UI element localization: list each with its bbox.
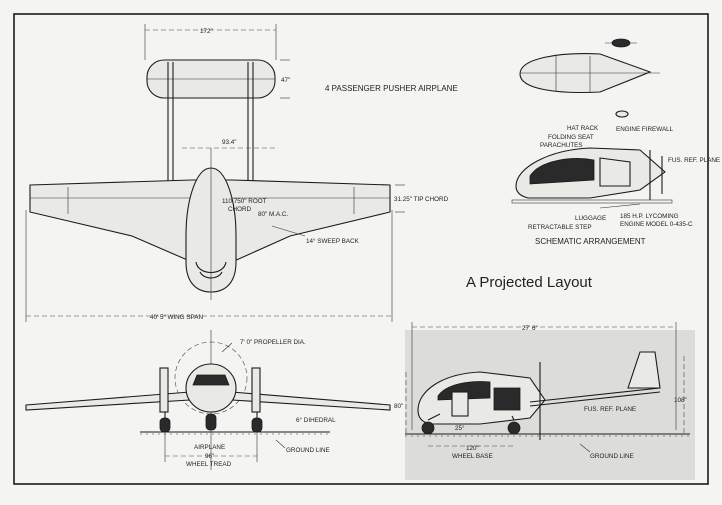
nose-wheel [205, 413, 217, 431]
root-chord-dim: 110.750" ROOT [222, 198, 267, 205]
front-view: 7' 0" PROPELLER DIA. 6° DIHEDRAL AIRPLAN… [25, 330, 391, 470]
tail-chord-dim: 47" [281, 77, 290, 84]
svg-text:RETRACTABLE STEP: RETRACTABLE STEP [528, 224, 592, 231]
svg-text:LUGGAGE: LUGGAGE [575, 215, 606, 222]
svg-text:ENGINE MODEL 0-435-C: ENGINE MODEL 0-435-C [620, 221, 693, 228]
wheel-base-dim: 120" [466, 445, 479, 452]
svg-text:FUS. REF. PLANE: FUS. REF. PLANE [668, 157, 720, 164]
vertical-fin [627, 351, 661, 389]
left-wheel [159, 417, 171, 433]
right-wheel [251, 417, 263, 433]
dihedral-dim: 6° DIHEDRAL [296, 416, 336, 424]
side-view: 27' 6" 80" 108" 25° 120" WHEEL BASE FUS.… [394, 322, 695, 480]
height-right-dim: 108" [674, 397, 687, 404]
headline: A Projected Layout [466, 274, 593, 291]
propeller-dim: 7' 0" PROPELLER DIA. [240, 339, 306, 346]
svg-text:FOLDING SEAT: FOLDING SEAT [548, 134, 594, 141]
page-border [13, 13, 709, 485]
mac-dim: 80" M.A.C. [258, 211, 288, 218]
plan-view: 172" 47" 93.4" 110.750" ROOT CHORD 80" M… [25, 24, 449, 322]
ground-line-label-side: GROUND LINE [590, 453, 634, 460]
root-span-dim: 93.4" [222, 139, 237, 146]
schematic-caption: SCHEMATIC ARRANGEMENT [535, 237, 646, 246]
tread-dim: 96" [205, 453, 214, 460]
ground-line-label-front: GROUND LINE [286, 447, 330, 454]
svg-text:185 H.P. LYCOMING: 185 H.P. LYCOMING [620, 213, 679, 220]
tail-span-dim: 172" [200, 28, 213, 35]
svg-text:AIRPLANE: AIRPLANE [194, 444, 225, 451]
length-dim: 27' 6" [522, 325, 538, 332]
angle-dim: 25° [455, 424, 465, 432]
sweep-dim: 14° SWEEP BACK [306, 237, 360, 245]
small-plan-view [519, 38, 660, 118]
drawing-title: 4 PASSENGER PUSHER AIRPLANE [325, 84, 458, 93]
fuselage-front [185, 363, 237, 413]
svg-text:ENGINE FIREWALL: ENGINE FIREWALL [616, 126, 674, 133]
svg-text:CHORD: CHORD [228, 206, 252, 213]
schematic-arrangement: HAT RACK ENGINE FIREWALL FOLDING SEAT PA… [511, 125, 720, 246]
wing-span-dim: 40' 5" WING SPAN [150, 314, 203, 321]
fus-ref-plane-side: FUS. REF. PLANE [584, 406, 636, 413]
svg-text:WHEEL TREAD: WHEEL TREAD [186, 461, 232, 468]
svg-text:PARACHUTES: PARACHUTES [540, 142, 583, 149]
tip-chord-dim: 31.25" TIP CHORD [394, 196, 449, 203]
height-left-dim: 80" [394, 403, 403, 410]
svg-text:WHEEL BASE: WHEEL BASE [452, 453, 493, 460]
tail-boom-side [529, 387, 661, 403]
svg-text:HAT RACK: HAT RACK [567, 125, 599, 132]
